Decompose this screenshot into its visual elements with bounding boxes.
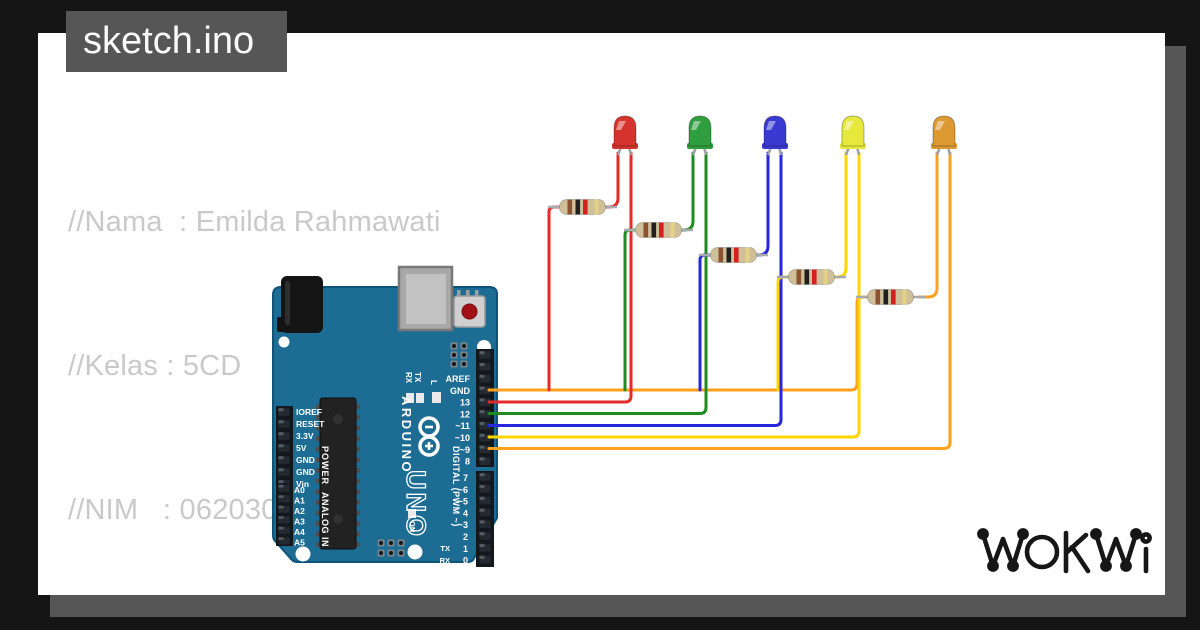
pin12-wire xyxy=(487,151,708,415)
pin-label-0: 0 xyxy=(463,556,468,566)
led-blue xyxy=(762,115,788,156)
pin-label-a3: A3 xyxy=(294,517,305,527)
pin-label-vin: Vin xyxy=(296,479,309,489)
pin-label-gnd2: GND xyxy=(296,467,315,477)
tx-pin-label: TX xyxy=(440,544,450,553)
on-led xyxy=(408,509,416,518)
logo-o xyxy=(1024,534,1060,570)
power-header xyxy=(276,406,293,490)
diagram-canvas: //Nama : Emilda Rahmawati //Kelas : 5CD … xyxy=(38,33,1165,595)
pin-label-aref: AREF xyxy=(446,374,471,384)
wokwi-logo xyxy=(977,528,1152,574)
tx-silk-label: TX xyxy=(413,372,422,383)
pin-label-3v3: 3.3V xyxy=(296,431,314,441)
sketch-tab: sketch.ino xyxy=(66,11,287,72)
pin-label-12: 12 xyxy=(460,409,470,419)
mounting-hole xyxy=(295,546,311,562)
reset-button xyxy=(453,290,486,328)
code-line: //Kelas : 5CD xyxy=(68,350,242,382)
analog-section-label: ANALOG IN xyxy=(320,492,330,547)
rx-silk-label: RX xyxy=(404,372,413,384)
pin-label-10: ~10 xyxy=(455,433,470,443)
sketch-tab-label: sketch.ino xyxy=(83,20,255,62)
pin-label-6: ~6 xyxy=(458,485,468,495)
pin-label-1: 1 xyxy=(463,544,468,554)
pin10-wire xyxy=(487,151,861,439)
pin-label-8: 8 xyxy=(465,457,470,467)
pin-label-3: ~3 xyxy=(458,520,468,530)
tx-led xyxy=(416,393,424,403)
resistor-3 xyxy=(697,246,770,264)
digital-header-bottom xyxy=(476,471,494,567)
rx-led xyxy=(406,393,414,403)
pin-label-9: ~9 xyxy=(460,445,470,455)
gnd-wire xyxy=(487,295,870,392)
usb-connector xyxy=(397,265,454,332)
pin-label-4: 4 xyxy=(463,508,468,518)
power-jack xyxy=(277,276,323,333)
atmega-chip xyxy=(316,397,360,550)
pin-label-a4: A4 xyxy=(294,527,305,537)
icsp-header-top xyxy=(450,342,468,368)
pin13-wire xyxy=(487,151,633,404)
resistor-5 xyxy=(854,288,927,306)
l-silk-label: L xyxy=(429,380,438,385)
logo-k xyxy=(1063,530,1091,574)
on-silk-label: ON xyxy=(408,521,417,532)
pin-label-ioref: IOREF xyxy=(296,407,322,417)
pin-label-11: ~11 xyxy=(455,421,470,431)
pin-label-gnd: GND xyxy=(450,386,471,396)
pin9-wire xyxy=(487,151,952,450)
code-line: //Nama : Emilda Rahmawati xyxy=(68,206,441,238)
logo-w2 xyxy=(1093,531,1139,569)
l-led xyxy=(432,392,441,403)
pin-label-5: ~5 xyxy=(458,497,468,507)
power-section-label: POWER xyxy=(320,446,330,485)
digital-section-label: DIGITAL (PWM ~) xyxy=(451,446,461,527)
mounting-hole xyxy=(407,544,423,560)
arduino-brand-label: ARDUINO xyxy=(399,396,414,474)
arduino-uno-board: AREF GND 13 12 ~11 ~10 ~9 8 7 ~6 ~5 4 ~3… xyxy=(272,265,498,567)
rx-pin-label: RX xyxy=(440,556,450,565)
pin-label-reset: RESET xyxy=(296,419,325,429)
analog-header xyxy=(276,483,293,546)
pin-label-5v: 5V xyxy=(296,443,307,453)
pin-label-2: 2 xyxy=(463,532,468,542)
led-red xyxy=(612,115,638,156)
led-yellow xyxy=(840,115,866,156)
pin-label-a0: A0 xyxy=(294,485,305,495)
resistor-1 xyxy=(546,198,619,216)
pin-label-a2: A2 xyxy=(294,506,305,516)
icsp-header-bottom xyxy=(377,539,405,557)
pin11-wire xyxy=(487,151,783,427)
logo-w1 xyxy=(980,531,1026,569)
mounting-hole xyxy=(278,336,290,348)
uno-model-label: UNO xyxy=(401,470,431,539)
pin-label-7: 7 xyxy=(463,473,468,483)
arduino-infinity-icon xyxy=(418,416,440,457)
pin-label-a5: A5 xyxy=(294,538,305,548)
resistor-4 xyxy=(775,268,848,286)
led-orange xyxy=(931,115,957,156)
pin-label-a1: A1 xyxy=(294,496,305,506)
led-green xyxy=(687,115,713,156)
pin-label-gnd1: GND xyxy=(296,455,315,465)
resistor-2 xyxy=(622,221,695,239)
pin-label-13: 13 xyxy=(460,398,470,408)
